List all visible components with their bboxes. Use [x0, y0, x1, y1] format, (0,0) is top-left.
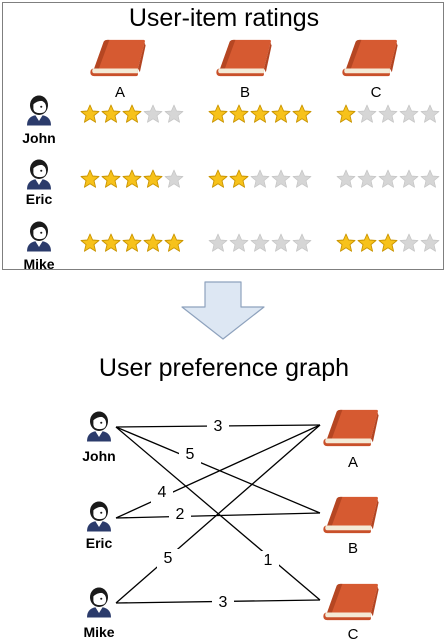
edge-weight-john-a: 3 — [207, 417, 229, 437]
user-avatar-icon — [84, 498, 114, 532]
ratings-title: User-item ratings — [128, 4, 320, 32]
book-icon — [318, 495, 382, 535]
book-icon — [318, 582, 382, 622]
edge-weight-john-b: 5 — [179, 445, 201, 465]
item-label-b: B — [239, 84, 250, 101]
user-avatar-icon — [84, 408, 114, 442]
book-icon — [318, 408, 382, 448]
graph-user-eric: Eric — [85, 535, 113, 551]
graph-item-b: B — [347, 540, 358, 557]
graph-item-a: A — [347, 454, 358, 471]
edge-weight-mike-c: 3 — [212, 593, 234, 613]
edge-weight-eric-a: 4 — [151, 483, 173, 503]
edge-eric-b — [115, 512, 321, 519]
edge-weight-john-c: 1 — [257, 551, 279, 571]
down-arrow-icon — [181, 281, 265, 340]
edge-john-b — [115, 426, 321, 514]
graph-item-c: C — [347, 626, 359, 643]
item-label-a: A — [114, 84, 125, 101]
user-avatar-icon — [84, 584, 114, 618]
user-name-mike: Mike — [23, 256, 55, 272]
edge-weight-eric-b: 2 — [169, 505, 191, 525]
graph-title: User preference graph — [98, 354, 350, 382]
edge-mike-a — [115, 424, 321, 604]
graph-user-mike: Mike — [83, 624, 115, 640]
user-name-eric: Eric — [25, 191, 53, 207]
item-label-c: C — [370, 84, 382, 101]
graph-user-john: John — [82, 448, 116, 464]
user-name-john: John — [22, 130, 56, 146]
edge-weight-mike-a: 5 — [157, 549, 179, 569]
edge-eric-a — [115, 424, 321, 519]
